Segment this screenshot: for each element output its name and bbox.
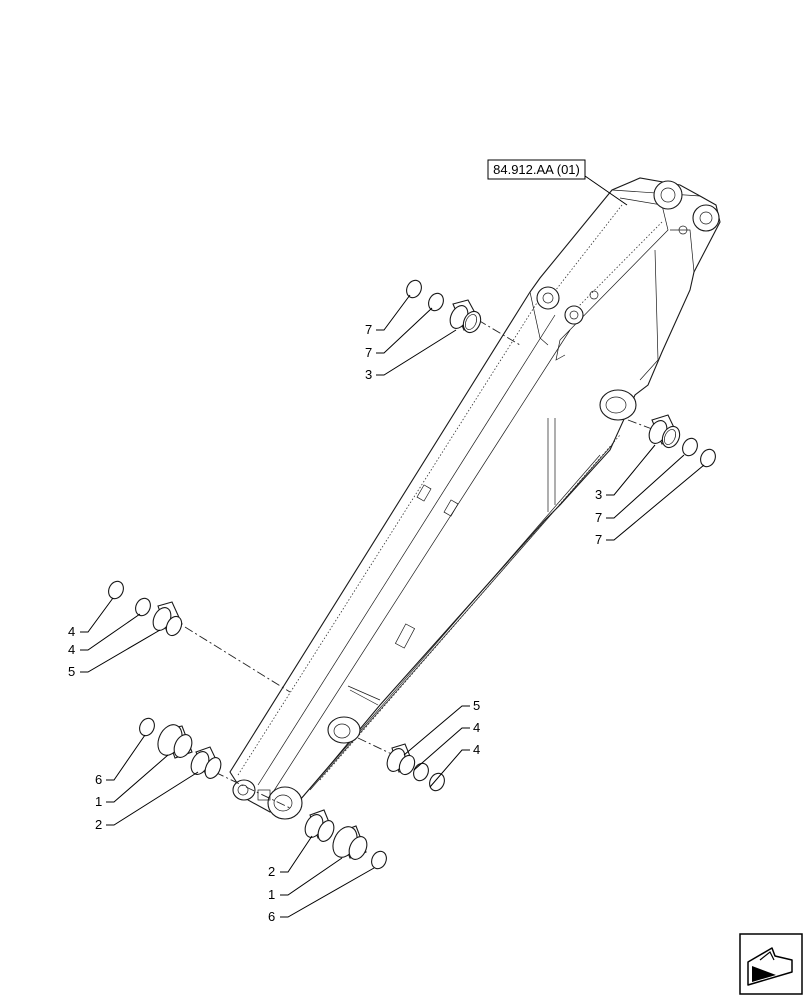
- callout-labels: 7 7 3 3 7 7 4 4 5 5 4 4 6 1 2 2 1 6: [68, 322, 602, 924]
- part-group-bottom-center: [304, 809, 387, 870]
- callout-bottom-left-1: 6: [95, 772, 102, 787]
- callout-left-mid-2: 4: [68, 642, 75, 657]
- callout-bottom-right-1: 5: [473, 698, 480, 713]
- leader-lines: [80, 175, 705, 918]
- callout-left-mid-1: 4: [68, 624, 75, 639]
- axis-lines: [184, 319, 661, 809]
- arm-body: [229, 177, 721, 813]
- callout-bottom-left-3: 2: [95, 817, 102, 832]
- part-group-top-left: [406, 279, 482, 334]
- callout-left-mid-3: 5: [68, 664, 75, 679]
- reference-label[interactable]: 84.912.AA (01): [493, 162, 580, 177]
- callout-bottom-center-1: 2: [268, 864, 275, 879]
- arrow-navigation-icon[interactable]: [739, 933, 803, 995]
- reference-box[interactable]: 84.912.AA (01): [487, 159, 586, 180]
- head-bosses: [232, 180, 720, 820]
- part-group-bottom-left: [139, 717, 222, 779]
- callout-bottom-center-2: 1: [268, 887, 275, 902]
- callout-bottom-center-3: 6: [268, 909, 275, 924]
- callout-bottom-right-2: 4: [473, 720, 480, 735]
- part-group-bottom-right: [386, 743, 445, 792]
- callout-right-3: 7: [595, 532, 602, 547]
- callout-right-2: 7: [595, 510, 602, 525]
- callout-top-left-3: 3: [365, 367, 372, 382]
- part-group-left-mid: [108, 580, 183, 637]
- callout-top-left-1: 7: [365, 322, 372, 337]
- callout-top-left-2: 7: [365, 345, 372, 360]
- part-group-right: [648, 414, 716, 468]
- callout-right-1: 3: [595, 487, 602, 502]
- callout-bottom-left-2: 1: [95, 794, 102, 809]
- callout-bottom-right-3: 4: [473, 742, 480, 757]
